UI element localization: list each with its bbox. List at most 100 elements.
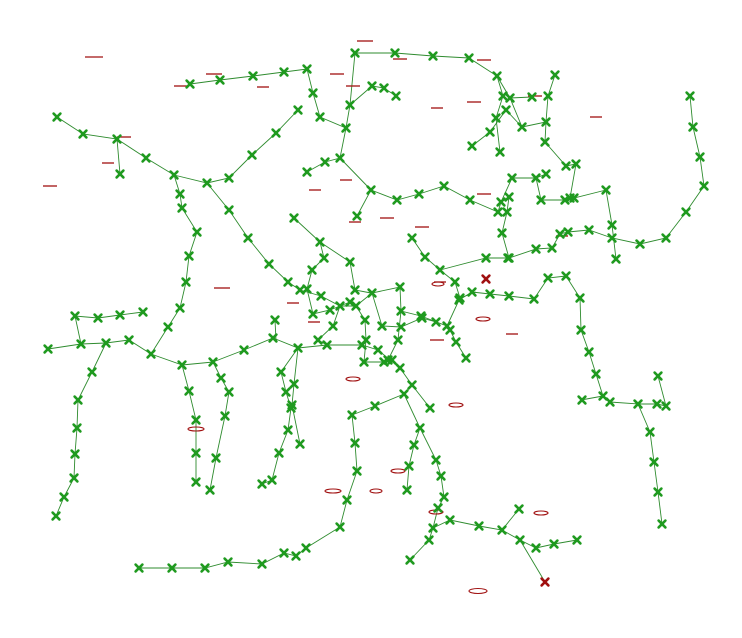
green-x-marker-icon bbox=[78, 129, 88, 139]
green-x-marker-icon bbox=[536, 195, 546, 205]
green-x-marker-icon bbox=[70, 449, 80, 459]
green-x-marker-icon bbox=[146, 349, 156, 359]
green-x-marker-icon bbox=[283, 425, 293, 435]
green-x-marker-icon bbox=[439, 492, 449, 502]
red-x-marker-icon bbox=[481, 274, 491, 284]
green-x-marker-icon bbox=[497, 228, 507, 238]
green-x-marker-icon bbox=[431, 455, 441, 465]
graph-edge bbox=[150, 353, 197, 482]
green-x-marker-icon bbox=[211, 453, 221, 463]
green-x-marker-icon bbox=[379, 83, 389, 93]
green-x-marker-icon bbox=[274, 448, 284, 458]
green-x-marker-icon bbox=[73, 395, 83, 405]
green-x-marker-icon bbox=[325, 305, 335, 315]
green-x-marker-icon bbox=[393, 335, 403, 345]
green-x-marker-icon bbox=[428, 51, 438, 61]
green-x-marker-icon bbox=[550, 70, 560, 80]
green-x-marker-icon bbox=[316, 291, 326, 301]
green-x-marker-icon bbox=[392, 195, 402, 205]
green-x-marker-icon bbox=[560, 195, 570, 205]
green-x-marker-icon bbox=[451, 337, 461, 347]
green-x-marker-icon bbox=[498, 91, 508, 101]
green-x-marker-icon bbox=[584, 347, 594, 357]
green-x-marker-icon bbox=[281, 387, 291, 397]
green-x-marker-icon bbox=[445, 515, 455, 525]
green-x-marker-icon bbox=[549, 539, 559, 549]
green-x-marker-icon bbox=[43, 344, 53, 354]
green-x-marker-icon bbox=[407, 380, 417, 390]
green-x-marker-icon bbox=[302, 64, 312, 74]
green-x-marker-icon bbox=[279, 67, 289, 77]
green-x-marker-icon bbox=[307, 265, 317, 275]
green-x-marker-icon bbox=[688, 122, 698, 132]
green-x-marker-icon bbox=[461, 353, 471, 363]
green-x-marker-icon bbox=[248, 71, 258, 81]
green-x-marker-icon bbox=[420, 252, 430, 262]
green-x-marker-icon bbox=[399, 389, 409, 399]
red-x-marker-icon bbox=[540, 577, 550, 587]
green-x-marker-icon bbox=[439, 181, 449, 191]
green-x-marker-icon bbox=[101, 338, 111, 348]
green-x-marker-icon bbox=[435, 265, 445, 275]
green-x-marker-icon bbox=[87, 367, 97, 377]
green-x-marker-icon bbox=[141, 153, 151, 163]
green-x-marker-icon bbox=[611, 254, 621, 264]
green-x-marker-icon bbox=[283, 277, 293, 287]
green-x-marker-icon bbox=[607, 233, 617, 243]
green-x-marker-icon bbox=[699, 181, 709, 191]
green-x-marker-icon bbox=[315, 237, 325, 247]
red-ellipse-marker-icon bbox=[533, 510, 549, 516]
green-x-marker-icon bbox=[474, 521, 484, 531]
green-x-marker-icon bbox=[134, 563, 144, 573]
green-x-marker-icon bbox=[695, 152, 705, 162]
green-x-marker-icon bbox=[289, 213, 299, 223]
green-x-marker-icon bbox=[224, 205, 234, 215]
green-x-marker-icon bbox=[396, 306, 406, 316]
green-x-marker-icon bbox=[279, 548, 289, 558]
graph-edge bbox=[293, 217, 351, 315]
green-x-marker-icon bbox=[257, 559, 267, 569]
green-x-marker-icon bbox=[605, 397, 615, 407]
green-x-marker-icon bbox=[493, 207, 503, 217]
green-x-marker-icon bbox=[115, 310, 125, 320]
green-x-marker-icon bbox=[496, 197, 506, 207]
green-x-marker-icon bbox=[276, 367, 286, 377]
green-x-marker-icon bbox=[367, 81, 377, 91]
green-x-marker-icon bbox=[396, 322, 406, 332]
green-x-marker-icon bbox=[167, 563, 177, 573]
green-x-marker-icon bbox=[576, 325, 586, 335]
graph-edge bbox=[339, 157, 372, 217]
green-x-marker-icon bbox=[653, 487, 663, 497]
green-x-marker-icon bbox=[335, 522, 345, 532]
green-x-marker-icon bbox=[505, 93, 515, 103]
green-x-marker-icon bbox=[681, 207, 691, 217]
graph-edge bbox=[521, 74, 556, 128]
green-x-marker-icon bbox=[224, 173, 234, 183]
green-x-marker-icon bbox=[395, 363, 405, 373]
green-x-marker-icon bbox=[492, 71, 502, 81]
graph-edge bbox=[261, 347, 299, 485]
green-x-marker-icon bbox=[417, 313, 427, 323]
green-x-marker-icon bbox=[335, 153, 345, 163]
graph-edge bbox=[56, 109, 299, 184]
green-x-marker-icon bbox=[391, 91, 401, 101]
graph-edge bbox=[411, 237, 477, 299]
green-x-marker-icon bbox=[72, 423, 82, 433]
green-x-marker-icon bbox=[653, 371, 663, 381]
green-x-marker-icon bbox=[481, 253, 491, 263]
green-x-marker-icon bbox=[404, 461, 414, 471]
green-x-marker-icon bbox=[302, 167, 312, 177]
green-x-marker-icon bbox=[543, 91, 553, 101]
green-x-marker-icon bbox=[289, 379, 299, 389]
green-x-marker-icon bbox=[239, 345, 249, 355]
green-x-marker-icon bbox=[561, 271, 571, 281]
green-x-marker-icon bbox=[531, 173, 541, 183]
green-x-marker-icon bbox=[205, 485, 215, 495]
green-x-marker-icon bbox=[220, 411, 230, 421]
green-x-marker-icon bbox=[424, 535, 434, 545]
green-x-marker-icon bbox=[390, 48, 400, 58]
green-x-marker-icon bbox=[531, 244, 541, 254]
green-x-marker-icon bbox=[191, 477, 201, 487]
green-x-marker-icon bbox=[607, 220, 617, 230]
red-ellipse-marker-icon bbox=[431, 281, 445, 287]
